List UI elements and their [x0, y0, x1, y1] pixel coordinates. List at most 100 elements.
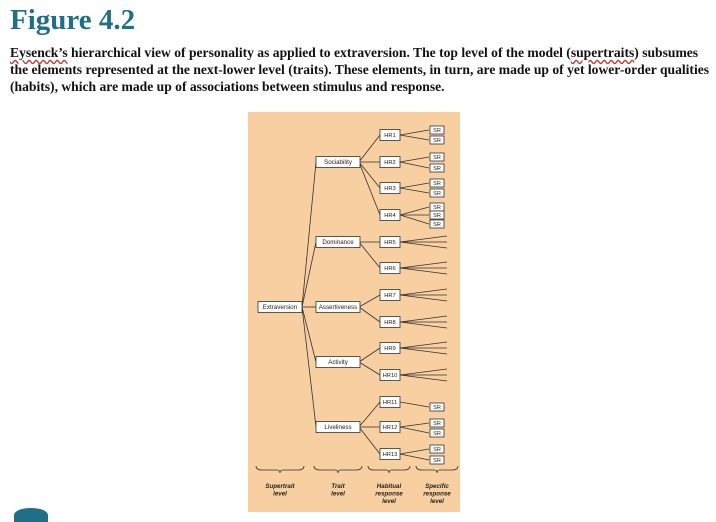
caption-supertraits: supertraits	[570, 45, 635, 60]
level-label-2-line-1: Trait	[331, 483, 345, 490]
habit-hr13-label: HR13	[383, 452, 398, 458]
sr-box-4-3-frame	[429, 219, 445, 229]
sr-box-2-1: SR	[429, 152, 445, 162]
edge-trait-4-hr-9	[358, 347, 381, 363]
habit-hr4-label: HR4	[384, 213, 396, 219]
sr-box-12-2-label: SR	[433, 431, 441, 437]
level-brace-3	[367, 465, 411, 474]
sr-box-2-2-label: SR	[433, 166, 441, 172]
trait-liveliness-label: Liveliness	[324, 424, 351, 431]
habit-hr5-label: HR5	[384, 240, 396, 246]
supertrait-extraversion-label: Extraversion	[263, 304, 298, 311]
sr-box-3-1: SR	[429, 178, 445, 188]
trait-assertiveness-label: Assertiveness	[319, 304, 358, 311]
trait-activity-frame	[315, 356, 361, 368]
trait-liveliness: Liveliness	[315, 421, 361, 433]
diagram-nodes: SRSRSRSRSRSRSRSRSRSRSRSRSRSRExtraversion…	[257, 125, 445, 465]
edge-hr-8-sr-1	[399, 315, 448, 323]
edge-trait-5-hr-13	[358, 426, 381, 455]
edge-hr-5-sr-1	[399, 235, 448, 243]
edge-hr-6-sr-1	[399, 261, 448, 269]
trait-dominance-frame	[315, 236, 361, 248]
edge-trait-1-hr-4	[358, 161, 381, 216]
habit-hr2-frame	[379, 156, 401, 168]
edge-hr-3-sr-1	[399, 182, 430, 189]
edge-trait-2-hr-6	[358, 241, 381, 269]
edge-trait-3-hr-8	[358, 306, 381, 323]
sr-box-12-1-frame	[429, 418, 445, 428]
edge-hr-13-sr-2	[399, 453, 430, 461]
sr-box-12-1-label: SR	[433, 421, 441, 427]
level-label-4-line-2: response	[423, 491, 451, 498]
habit-hr1-label: HR1	[384, 133, 396, 139]
edge-hr-6-sr-3	[399, 267, 448, 275]
level-label-3-line-1: Habitual	[377, 483, 402, 490]
habit-hr11-label: HR11	[383, 400, 397, 406]
edge-hr-11-sr-1	[399, 401, 430, 408]
habit-hr1-frame	[379, 129, 401, 141]
habit-hr3: HR3	[379, 182, 401, 194]
edge-hr-1-sr-2	[399, 134, 430, 141]
sr-box-1-1: SR	[429, 125, 445, 135]
level-brace-2	[313, 465, 363, 474]
habit-hr6-frame	[379, 262, 401, 274]
habit-hr13-frame	[379, 448, 401, 460]
edge-super-trait-2	[301, 241, 317, 308]
habit-hr4: HR4	[379, 209, 401, 221]
habit-hr5: HR5	[379, 236, 401, 248]
trait-sociability: Sociability	[315, 156, 361, 168]
edge-hr-9-sr-3	[399, 347, 448, 355]
level-labels: SupertraitlevelTraitlevelHabitualrespons…	[255, 465, 459, 505]
level-label-2-line-2: level	[331, 491, 345, 498]
caption-text-1: hierarchical view of personality as appl…	[67, 45, 571, 60]
sr-box-13-1-frame	[429, 444, 445, 454]
habit-hr11: HR11	[379, 396, 401, 408]
edge-hr-13-sr-1	[399, 448, 430, 455]
edge-hr-12-sr-2	[399, 426, 430, 434]
sr-box-11-1: SR	[429, 402, 445, 412]
trait-sociability-label: Sociability	[324, 159, 353, 166]
habit-hr4-frame	[379, 209, 401, 221]
sr-box-3-2: SR	[429, 188, 445, 198]
habit-hr8-frame	[379, 316, 401, 328]
habit-hr1: HR1	[379, 129, 401, 141]
sr-box-1-2: SR	[429, 135, 445, 145]
habit-hr3-frame	[379, 182, 401, 194]
level-label-3-line-2: response	[375, 491, 403, 498]
edge-super-trait-1	[301, 161, 317, 308]
edge-trait-1-hr-1	[358, 134, 381, 163]
habit-hr10-label: HR10	[383, 373, 398, 379]
sr-box-2-2: SR	[429, 163, 445, 173]
level-label-4-line-3: level	[430, 498, 444, 505]
diagram-edges	[301, 129, 448, 461]
figure-title: Figure 4.2	[10, 4, 136, 36]
edge-hr-2-sr-2	[399, 161, 430, 169]
sr-box-2-2-frame	[429, 163, 445, 173]
habit-hr12: HR12	[379, 421, 401, 433]
edge-hr-9-sr-1	[399, 341, 448, 349]
habit-hr8-label: HR8	[384, 320, 396, 326]
caption-text-2: ) subsumes the elements represented at t…	[10, 45, 710, 94]
trait-dominance: Dominance	[315, 236, 361, 248]
sr-box-1-2-label: SR	[433, 138, 441, 144]
figure-caption: Eysenck’s hierarchical view of personali…	[10, 44, 710, 95]
sr-box-13-1-label: SR	[433, 447, 441, 453]
sr-box-1-2-frame	[429, 135, 445, 145]
sr-box-4-1-label: SR	[433, 205, 441, 211]
sr-box-3-1-label: SR	[433, 181, 441, 187]
edge-trait-1-hr-3	[358, 161, 381, 189]
habit-hr2-label: HR2	[384, 160, 396, 166]
edge-hr-12-sr-1	[399, 422, 430, 428]
trait-assertiveness-frame	[315, 301, 361, 313]
edge-hr-5-sr-3	[399, 241, 448, 249]
sr-box-2-1-frame	[429, 152, 445, 162]
sr-box-3-2-frame	[429, 188, 445, 198]
habit-hr7-frame	[379, 289, 401, 301]
supertrait-extraversion: Extraversion	[257, 301, 303, 313]
habit-hr13: HR13	[379, 448, 401, 460]
sr-box-1-1-frame	[429, 125, 445, 135]
habit-hr9-label: HR9	[384, 346, 396, 352]
habit-hr12-frame	[379, 421, 401, 433]
sr-box-4-3: SR	[429, 219, 445, 229]
sr-box-12-2-frame	[429, 428, 445, 438]
